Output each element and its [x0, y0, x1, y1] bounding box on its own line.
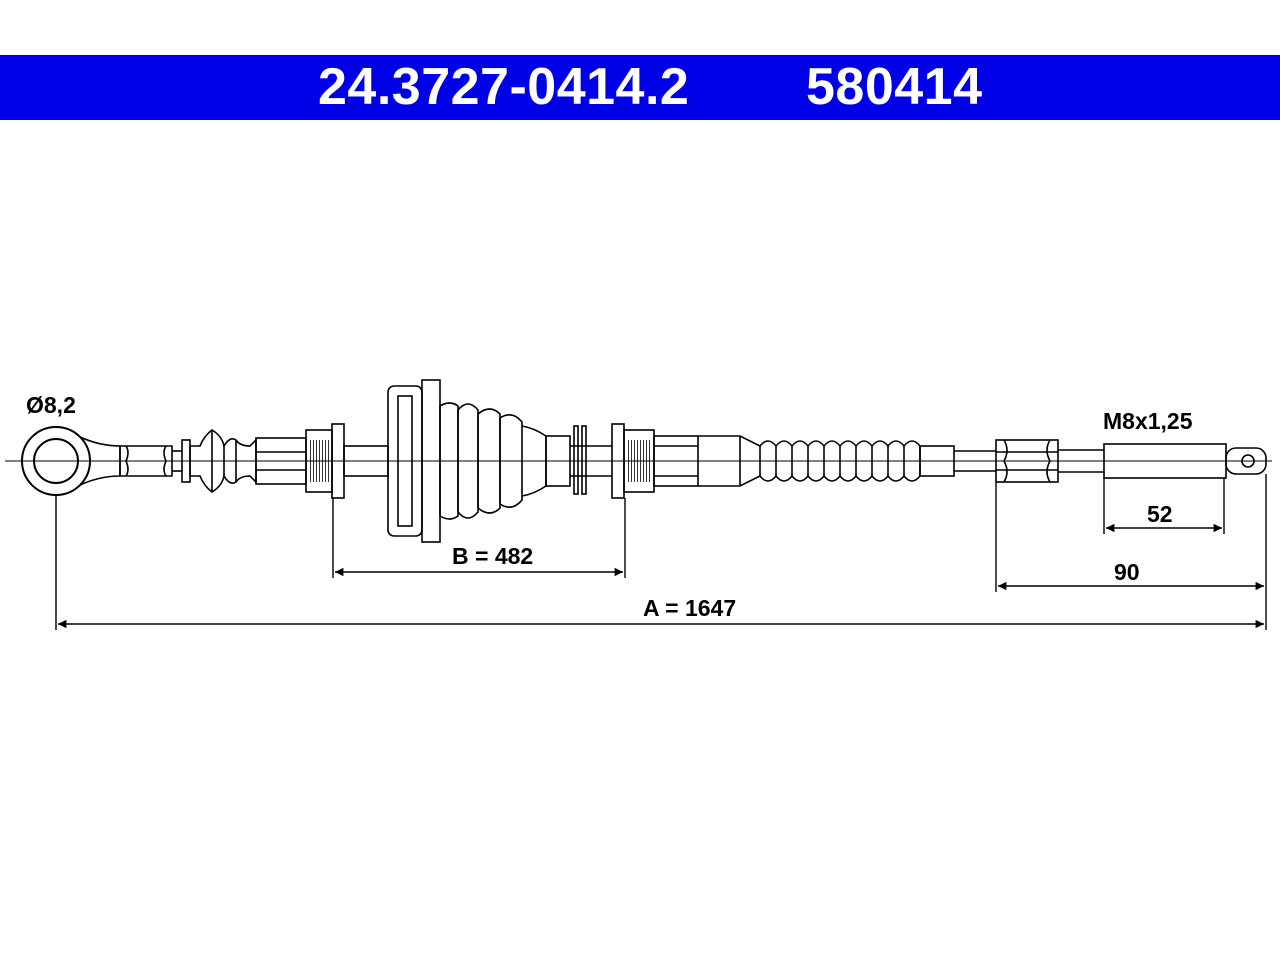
- left-sleeve: [189, 423, 389, 499]
- corrugated-sleeve: [759, 440, 996, 482]
- title-bar: 24.3727-0414.2 580414: [0, 55, 1280, 120]
- threaded-terminal: [995, 439, 1267, 483]
- dim-b-label: B = 482: [452, 543, 533, 569]
- reference-number: 580414: [806, 58, 983, 116]
- dim-90-label: 90: [1114, 559, 1140, 585]
- dim-52-label: 52: [1147, 501, 1173, 527]
- dim-a-label: A = 1647: [643, 595, 736, 621]
- cable-outline: [5, 379, 1272, 543]
- part-number: 24.3727-0414.2: [318, 58, 690, 116]
- rubber-grommet: [387, 379, 612, 543]
- right-housing: [611, 423, 761, 499]
- thread-label: M8x1,25: [1103, 408, 1193, 434]
- eye-diameter-label: Ø8,2: [26, 392, 76, 418]
- dimensions: [55, 474, 1267, 630]
